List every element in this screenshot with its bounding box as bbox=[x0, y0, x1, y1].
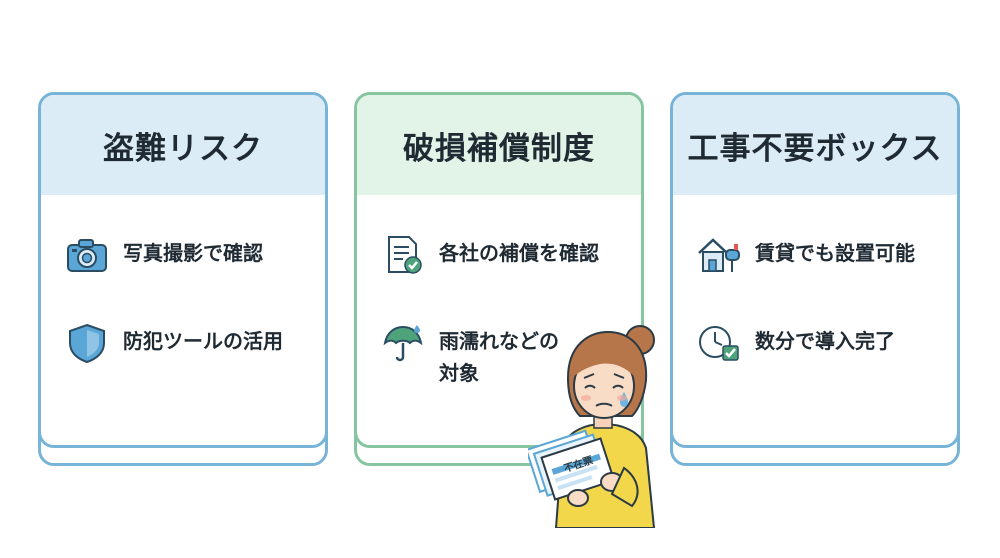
card-title: 破損補償制度 bbox=[357, 95, 641, 195]
card-title: 盗難リスク bbox=[41, 95, 325, 195]
item-label: 数分で導入完了 bbox=[755, 329, 895, 353]
list-item: 賃貸でも設置可能 bbox=[697, 235, 945, 275]
list-item: 各社の補償を確認 bbox=[381, 235, 629, 275]
item-label: 雨濡れなどの対象 bbox=[439, 329, 559, 385]
item-label: 防犯ツールの活用 bbox=[123, 329, 283, 353]
card-no-install-box: 工事不要ボックス 賃貸でも設置可能 bbox=[670, 92, 960, 466]
card-theft-risk: 盗難リスク 写真撮影で確認 防犯ツールの活用 bbox=[38, 92, 328, 466]
list-item: 雨濡れなどの対象 bbox=[381, 323, 571, 389]
worried-woman-icon: 不在票 bbox=[525, 318, 678, 529]
house-mailbox-icon bbox=[697, 235, 741, 275]
item-label: 写真撮影で確認 bbox=[123, 241, 263, 265]
card-body: 工事不要ボックス 賃貸でも設置可能 bbox=[670, 92, 960, 448]
card-title: 工事不要ボックス bbox=[673, 95, 957, 195]
item-label: 各社の補償を確認 bbox=[439, 241, 599, 265]
document-check-icon bbox=[381, 235, 425, 275]
camera-icon bbox=[65, 235, 109, 275]
list-item: 防犯ツールの活用 bbox=[65, 323, 313, 364]
clock-check-icon bbox=[697, 323, 741, 363]
shield-icon bbox=[65, 323, 109, 364]
card-body: 盗難リスク 写真撮影で確認 防犯ツールの活用 bbox=[38, 92, 328, 448]
list-item: 写真撮影で確認 bbox=[65, 235, 313, 275]
umbrella-icon bbox=[381, 323, 425, 363]
item-label: 賃貸でも設置可能 bbox=[755, 241, 915, 265]
list-item: 数分で導入完了 bbox=[697, 323, 945, 363]
